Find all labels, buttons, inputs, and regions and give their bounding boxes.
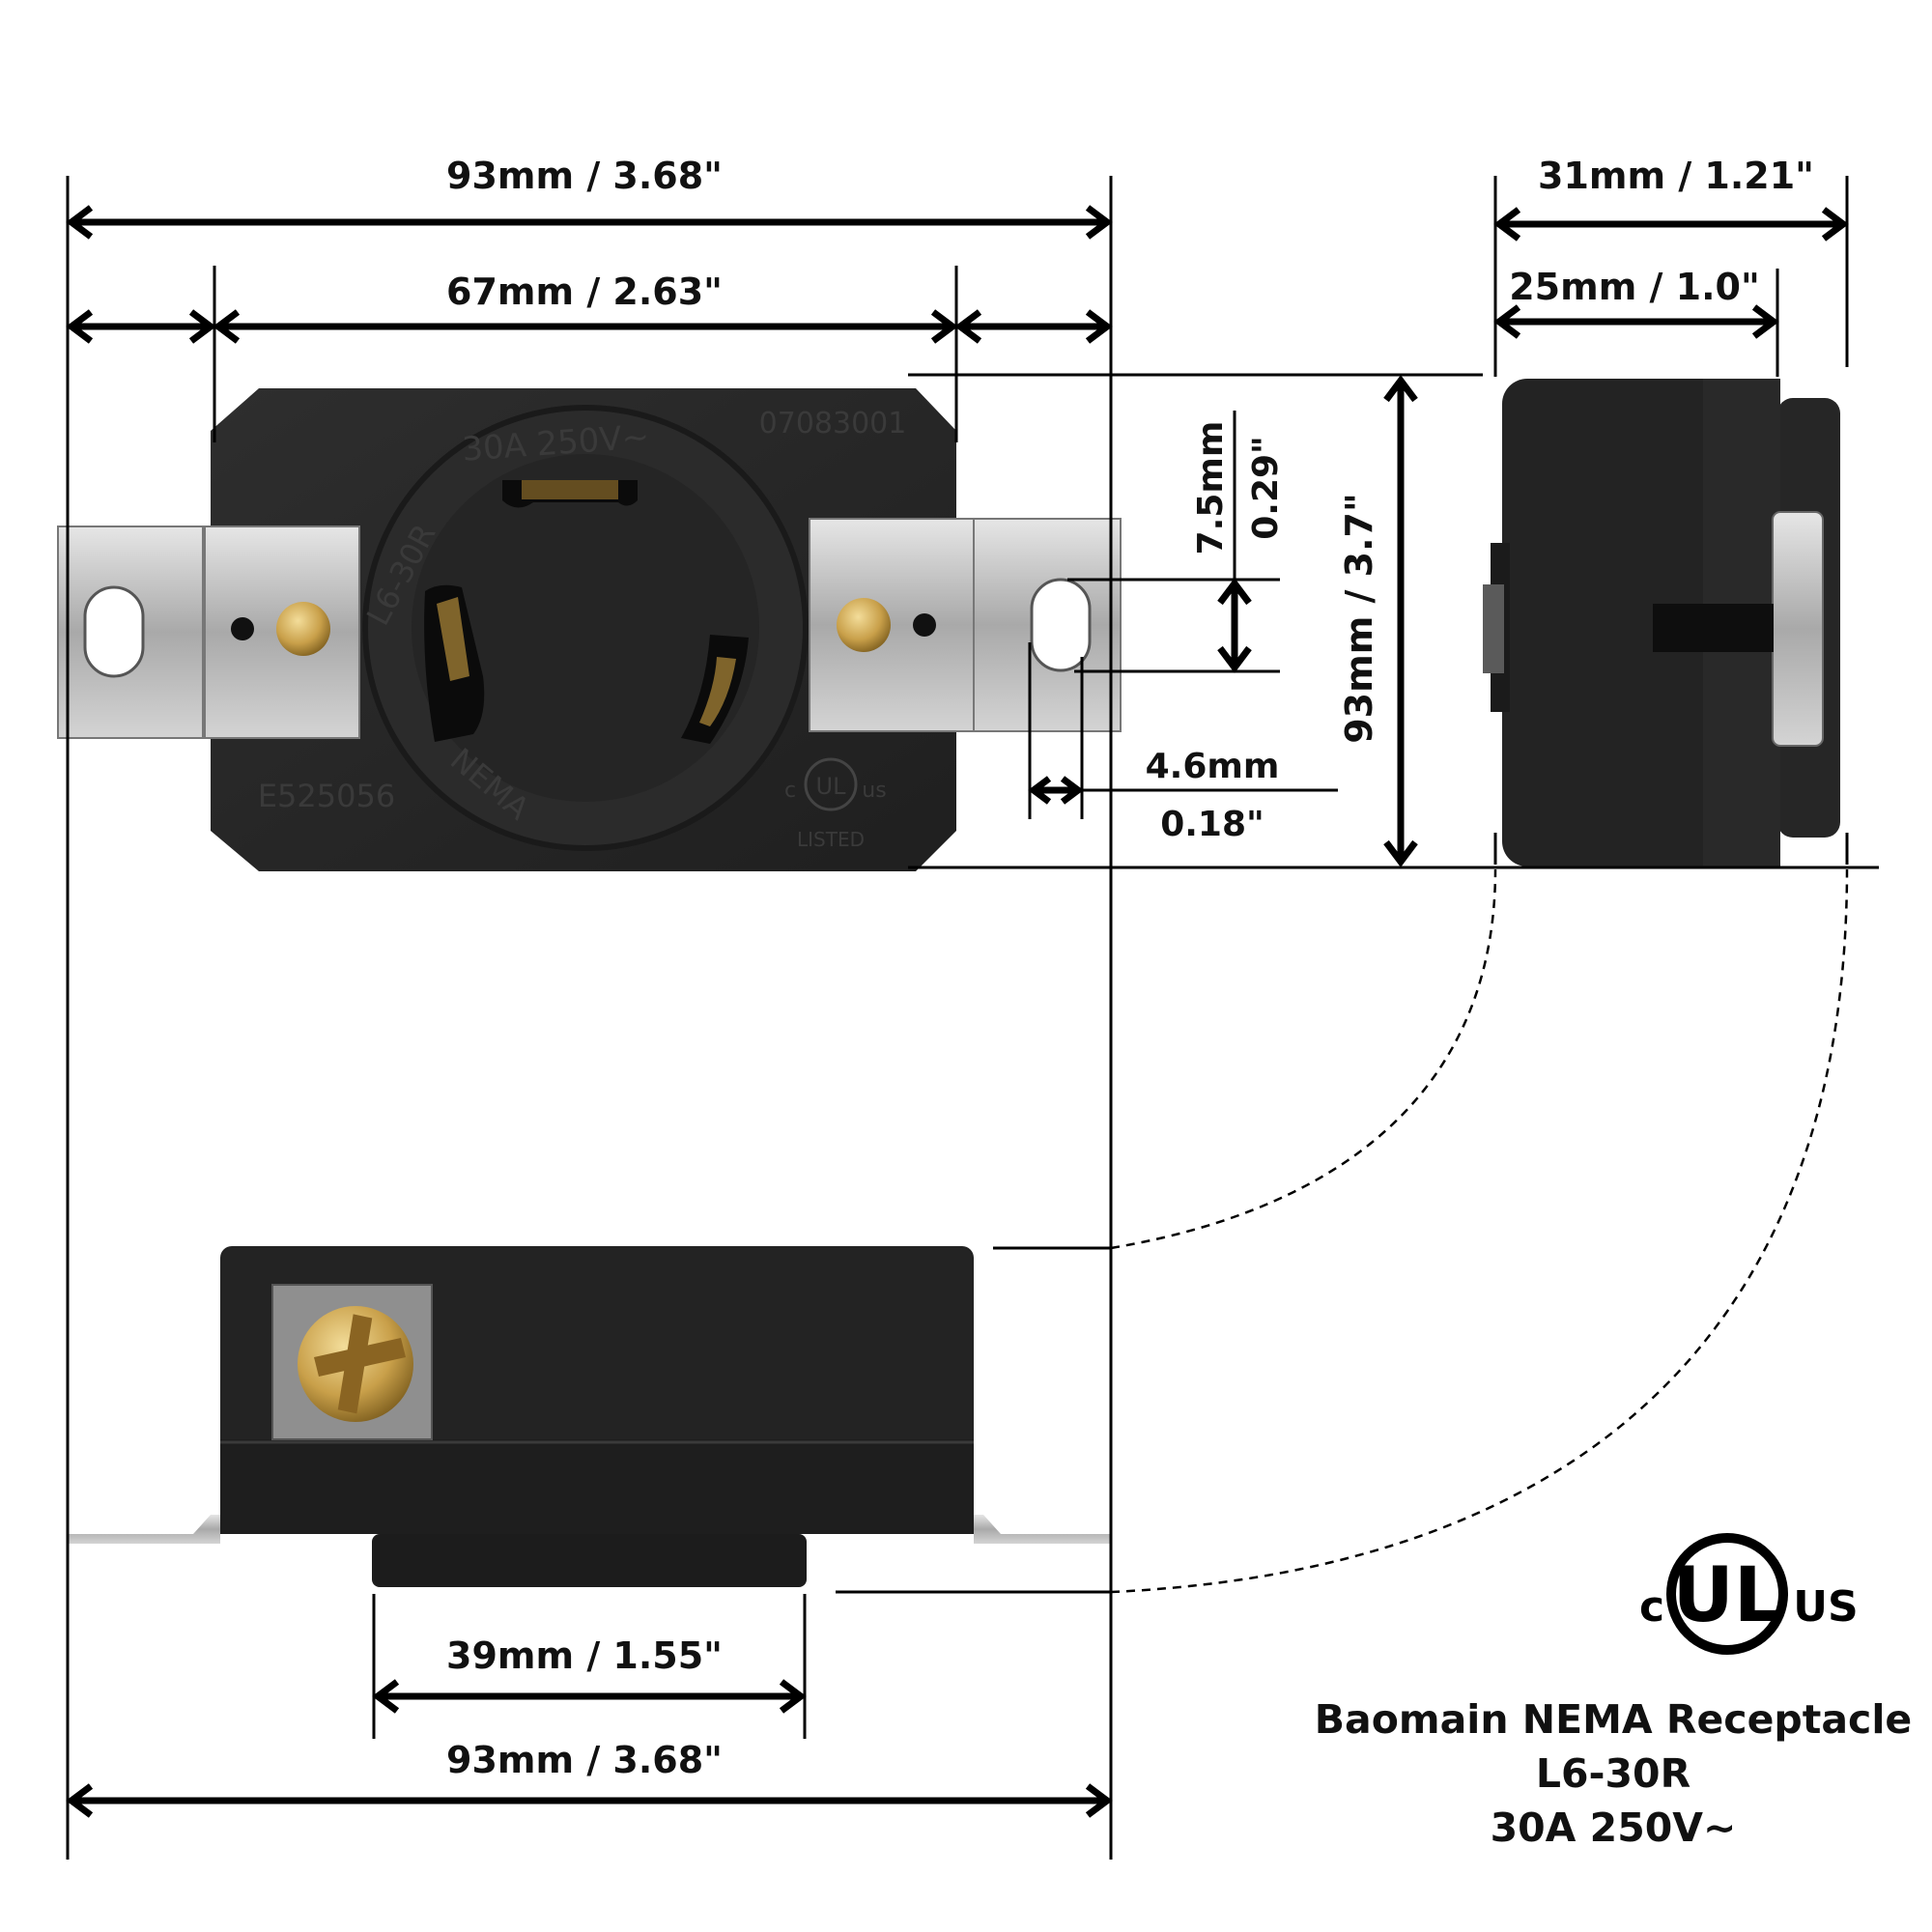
svg-text:UL: UL — [1672, 1552, 1781, 1639]
code-bottom-marking: E525056 — [258, 778, 395, 814]
bottom-overall-width-label: 93mm / 3.68" — [446, 1739, 723, 1781]
svg-text:us: us — [862, 779, 886, 803]
rivet-icon — [276, 602, 330, 656]
bottom-face-diameter-label: 39mm / 1.55" — [446, 1634, 723, 1677]
slot-width-in-label: 0.18" — [1160, 805, 1264, 844]
caption-model: L6-30R — [1535, 1750, 1691, 1797]
side-view — [1483, 379, 1840, 867]
slot-height-mm-label: 7.5mm — [1191, 421, 1231, 555]
mounting-strap-bottom — [68, 1515, 220, 1544]
rivet-icon — [837, 598, 891, 652]
front-overall-width-label: 93mm / 3.68" — [446, 155, 723, 197]
svg-text:UL: UL — [816, 773, 847, 800]
svg-text:LISTED: LISTED — [797, 828, 865, 851]
front-height-label: 93mm / 3.7" — [1338, 493, 1380, 744]
product-caption: Baomain NEMA Receptacle L6-30R 30A 250V~ — [1294, 1692, 1932, 1855]
front-mount-spacing-label: 67mm / 2.63" — [446, 270, 723, 313]
svg-text:c: c — [1639, 1582, 1664, 1632]
caption-product-name: Baomain NEMA Receptacle — [1314, 1696, 1913, 1743]
side-overall-depth-label: 31mm / 1.21" — [1538, 155, 1814, 197]
mounting-slot-icon — [1030, 578, 1092, 672]
bottom-view — [68, 1246, 1111, 1587]
svg-text:US: US — [1793, 1582, 1858, 1632]
side-body-depth-label: 25mm / 1.0" — [1509, 266, 1760, 308]
dimension-labels: 93mm / 3.68" 67mm / 2.63" 93mm / 3.7" 7.… — [446, 155, 1814, 1781]
slot-width-mm-label: 4.6mm — [1146, 747, 1280, 786]
front-view: 30A 250V~ L6-30R NEMA 07083001 E525056 U… — [57, 388, 1122, 871]
slot-height-in-label: 0.29" — [1246, 436, 1286, 540]
mounting-slot-icon — [83, 585, 145, 678]
code-top-marking: 07083001 — [759, 407, 907, 440]
ul-listed-marking: UL c us LISTED — [784, 757, 887, 851]
dimension-lines — [66, 176, 1879, 1860]
ul-certification-icon: UL c US — [1639, 1533, 1859, 1655]
caption-rating: 30A 250V~ — [1490, 1804, 1737, 1851]
svg-text:c: c — [784, 779, 796, 803]
screw-icon — [298, 1306, 413, 1422]
